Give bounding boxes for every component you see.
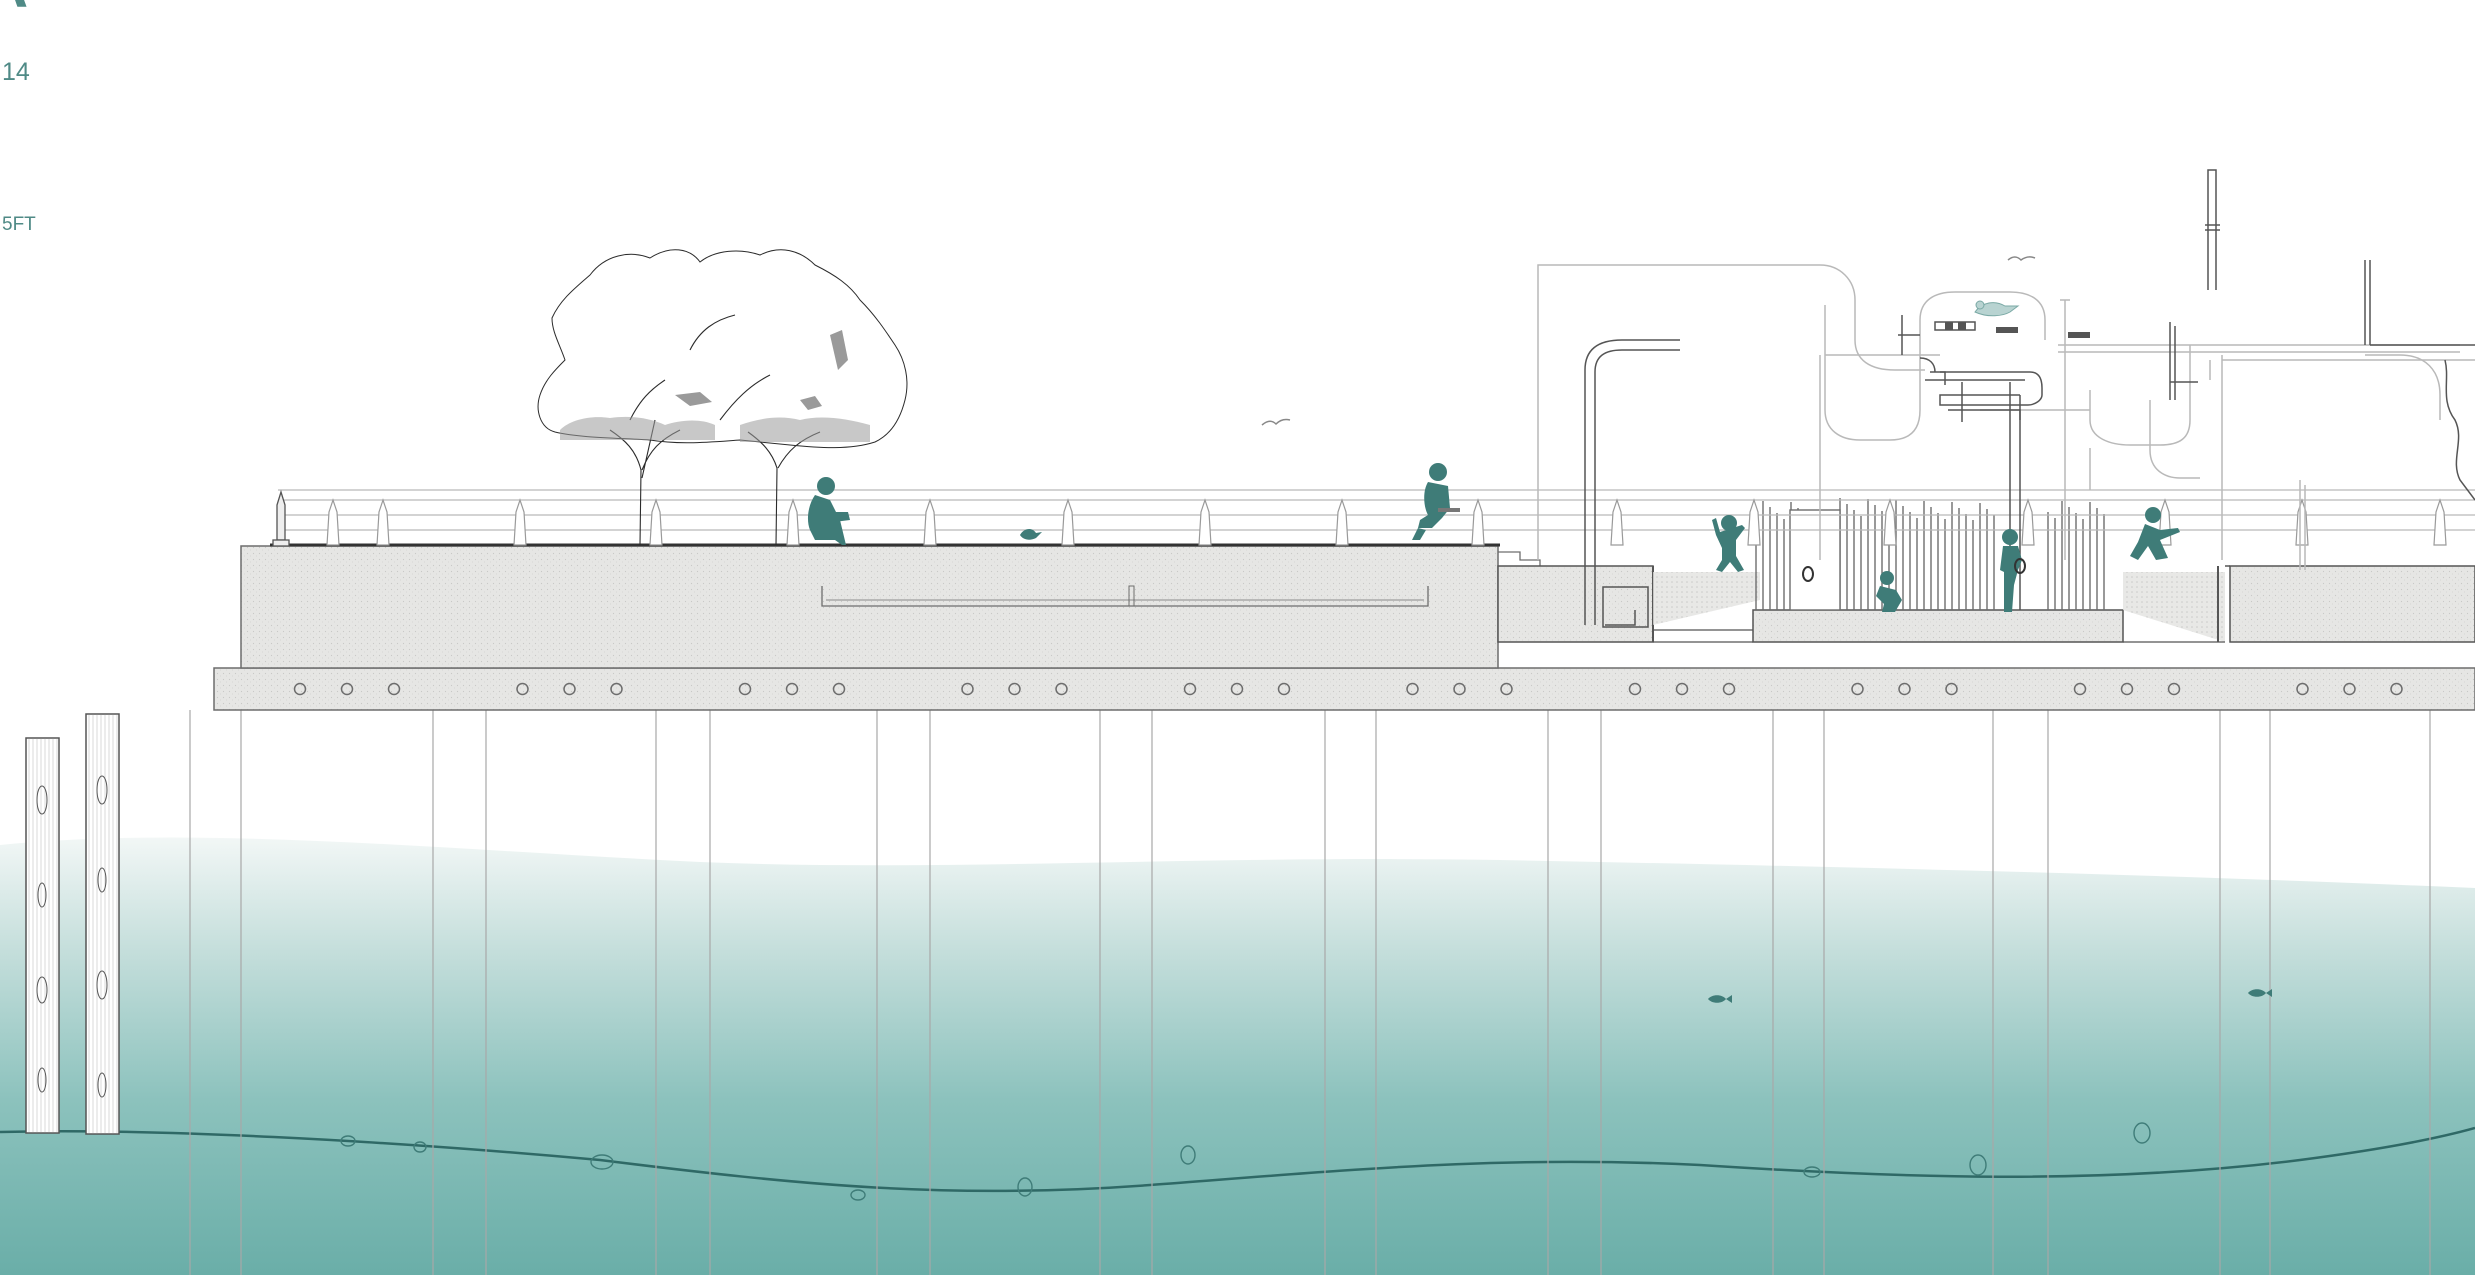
bolt-hole bbox=[1851, 682, 1864, 696]
bolt-hole bbox=[563, 682, 576, 696]
bolt-hole bbox=[1675, 682, 1689, 696]
railing-post bbox=[786, 498, 800, 546]
bolt-hole bbox=[610, 682, 623, 696]
scale-label: 5FT bbox=[2, 214, 36, 235]
railing-post bbox=[326, 498, 340, 546]
bolt-hole bbox=[1230, 682, 1244, 696]
tree-canopy-shading bbox=[560, 330, 870, 442]
railing-post bbox=[1883, 498, 1897, 546]
railing-post bbox=[1471, 498, 1485, 546]
bolt-hole bbox=[1500, 682, 1513, 696]
bolt-hole bbox=[2073, 682, 2087, 696]
railing-post bbox=[376, 498, 390, 546]
bolt-hole bbox=[340, 682, 354, 696]
left-platform bbox=[240, 543, 1654, 669]
railing-post bbox=[1198, 498, 1212, 546]
sheet-number: 14 bbox=[2, 58, 30, 86]
bolt-hole bbox=[1722, 682, 1736, 696]
playground-rings bbox=[1802, 558, 2026, 582]
play-pit bbox=[1652, 565, 2475, 643]
bolt-hole bbox=[1628, 682, 1642, 696]
railing-post bbox=[513, 498, 527, 546]
railing-post bbox=[649, 498, 663, 546]
railing-post bbox=[1610, 498, 1624, 546]
railing bbox=[278, 489, 2475, 531]
bolt-hole bbox=[2390, 682, 2403, 696]
seabed-pebbles bbox=[340, 1122, 2151, 1201]
railing-post bbox=[1061, 498, 1075, 546]
bird-perch bbox=[1945, 322, 2090, 338]
bolt-hole bbox=[516, 682, 529, 696]
railing-post bbox=[2433, 498, 2447, 546]
corner-glyph: A bbox=[0, 0, 28, 22]
bolt-hole bbox=[1183, 682, 1197, 696]
child-standing-icon bbox=[2000, 529, 2022, 612]
railing-post bbox=[2021, 498, 2035, 546]
railing-post bbox=[923, 498, 937, 546]
bolt-hole bbox=[1008, 682, 1021, 696]
bolt-hole bbox=[785, 682, 799, 696]
bolt-hole bbox=[2296, 682, 2309, 696]
seagull-icon bbox=[1261, 256, 2036, 426]
person-reading-icon bbox=[1412, 463, 1460, 540]
bolt-hole bbox=[2120, 682, 2134, 696]
bolt-hole bbox=[1406, 682, 1419, 696]
bird-icon bbox=[1020, 529, 1042, 540]
railing-post bbox=[2295, 498, 2309, 546]
timber-piles bbox=[25, 713, 120, 1135]
bolt-hole bbox=[961, 682, 974, 696]
bolt-hole bbox=[832, 682, 846, 696]
bolt-hole bbox=[1453, 682, 1466, 696]
fish-icon bbox=[1708, 989, 2272, 1003]
perched-seagull-icon bbox=[1974, 300, 2020, 317]
railing-post bbox=[1747, 498, 1761, 546]
bolt-hole bbox=[293, 682, 307, 696]
person-sitting-icon bbox=[807, 477, 850, 545]
lamp-post-icon bbox=[272, 489, 290, 547]
pipe-frame-dark bbox=[1584, 169, 2475, 628]
bolt-hole bbox=[2167, 682, 2181, 696]
tree-icon bbox=[537, 249, 908, 546]
railing-post bbox=[1335, 498, 1349, 546]
bolt-hole bbox=[1277, 682, 1291, 696]
child-jumping-icon bbox=[1712, 507, 2180, 572]
deck-slab bbox=[213, 667, 2475, 711]
railing-posts bbox=[326, 498, 2447, 546]
bolt-hole bbox=[1945, 682, 1958, 696]
bolt-hole bbox=[2343, 682, 2356, 696]
bolt-hole bbox=[1898, 682, 1911, 696]
bolt-hole bbox=[738, 682, 752, 696]
bolt-hole bbox=[387, 682, 401, 696]
bolt-hole bbox=[1055, 682, 1068, 696]
water bbox=[0, 837, 2475, 1275]
child-crouching-icon bbox=[1876, 571, 1902, 612]
